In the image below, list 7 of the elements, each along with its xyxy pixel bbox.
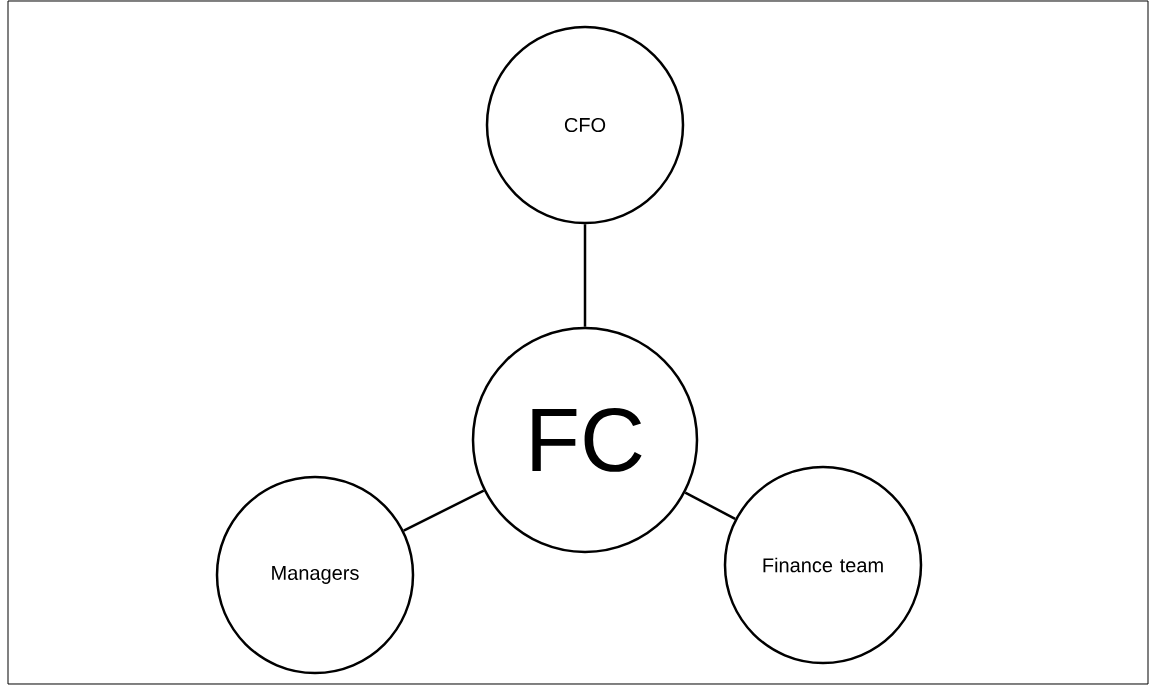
circle-node: FC: [471, 326, 699, 554]
connector-line: [583, 224, 587, 327]
circle-node: Finance team: [723, 465, 923, 665]
connector-line: [684, 491, 736, 520]
circle-node: Managers: [215, 475, 415, 675]
connector-line: [403, 489, 485, 532]
circle-node: CFO: [485, 25, 685, 225]
